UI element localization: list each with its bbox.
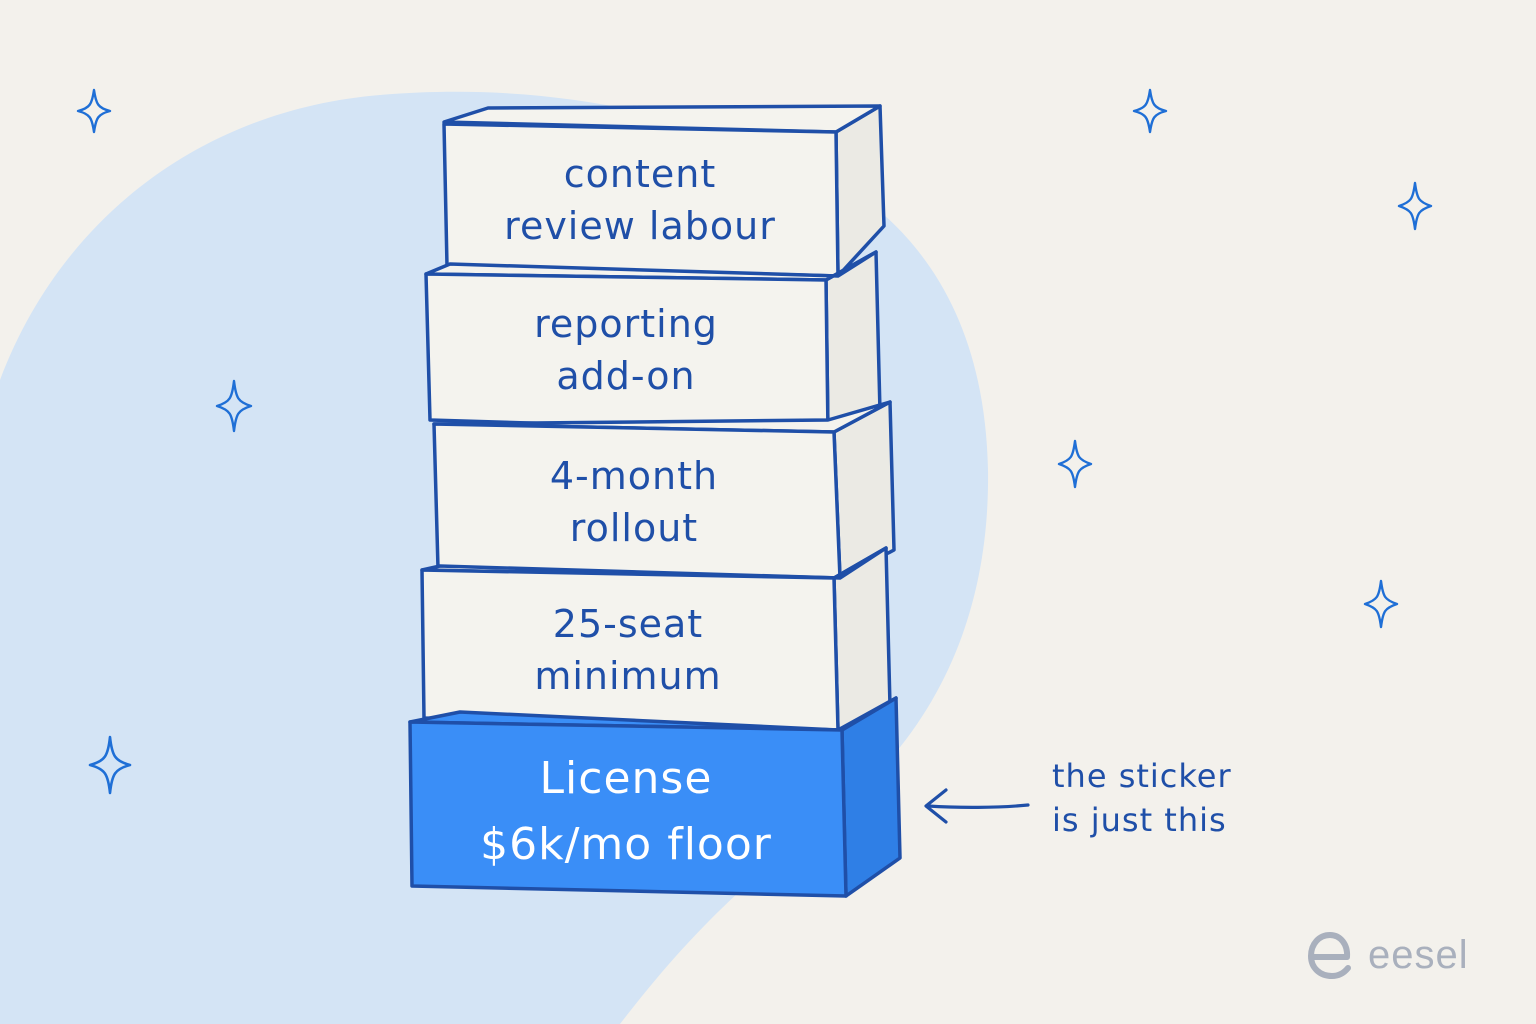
sparkle-icon (88, 735, 132, 795)
callout-note: the sticker is just this (1052, 754, 1232, 842)
brick-4-month-rollout (432, 400, 896, 580)
sparkle-icon (76, 88, 112, 134)
sparkle-icon (215, 379, 253, 433)
eesel-e-icon (1308, 932, 1351, 979)
brick-license (408, 696, 902, 898)
callout-line: the sticker (1052, 757, 1232, 795)
brick-label-content-review-labour: content review labour (444, 148, 836, 252)
brick-label-line: reporting (534, 302, 718, 346)
eesel-logo: eesel (1306, 930, 1469, 980)
brick-label-line: minimum (534, 654, 722, 698)
brick-label-line: 25-seat (552, 602, 704, 646)
brick-content-review-labour (442, 104, 886, 278)
sparkle-icon (1057, 439, 1093, 489)
brick-label-line: $6k/mo floor (480, 819, 772, 870)
sparkle-icon (1397, 181, 1433, 231)
brick-label-line: rollout (569, 506, 699, 550)
brick-label-line: License (539, 753, 713, 804)
arrow-left-icon (924, 788, 1030, 824)
brick-reporting-add-on (424, 250, 882, 434)
brick-label-line: review labour (504, 204, 776, 248)
callout-line: is just this (1052, 801, 1227, 839)
brick-label-license: License $6k/mo floor (410, 746, 842, 878)
logo-text: eesel (1368, 932, 1469, 977)
brick-label-25-seat-minimum: 25-seat minimum (422, 598, 834, 702)
brick-label-line: content (563, 152, 717, 196)
sparkle-icon (1363, 579, 1399, 629)
brick-label-4-month-rollout: 4-month rollout (434, 450, 834, 554)
brick-label-line: 4-month (549, 454, 719, 498)
brick-label-line: add-on (556, 354, 696, 398)
brick-25-seat-minimum (420, 546, 892, 732)
sparkle-icon (1132, 88, 1168, 134)
brick-label-reporting-add-on: reporting add-on (426, 298, 826, 402)
